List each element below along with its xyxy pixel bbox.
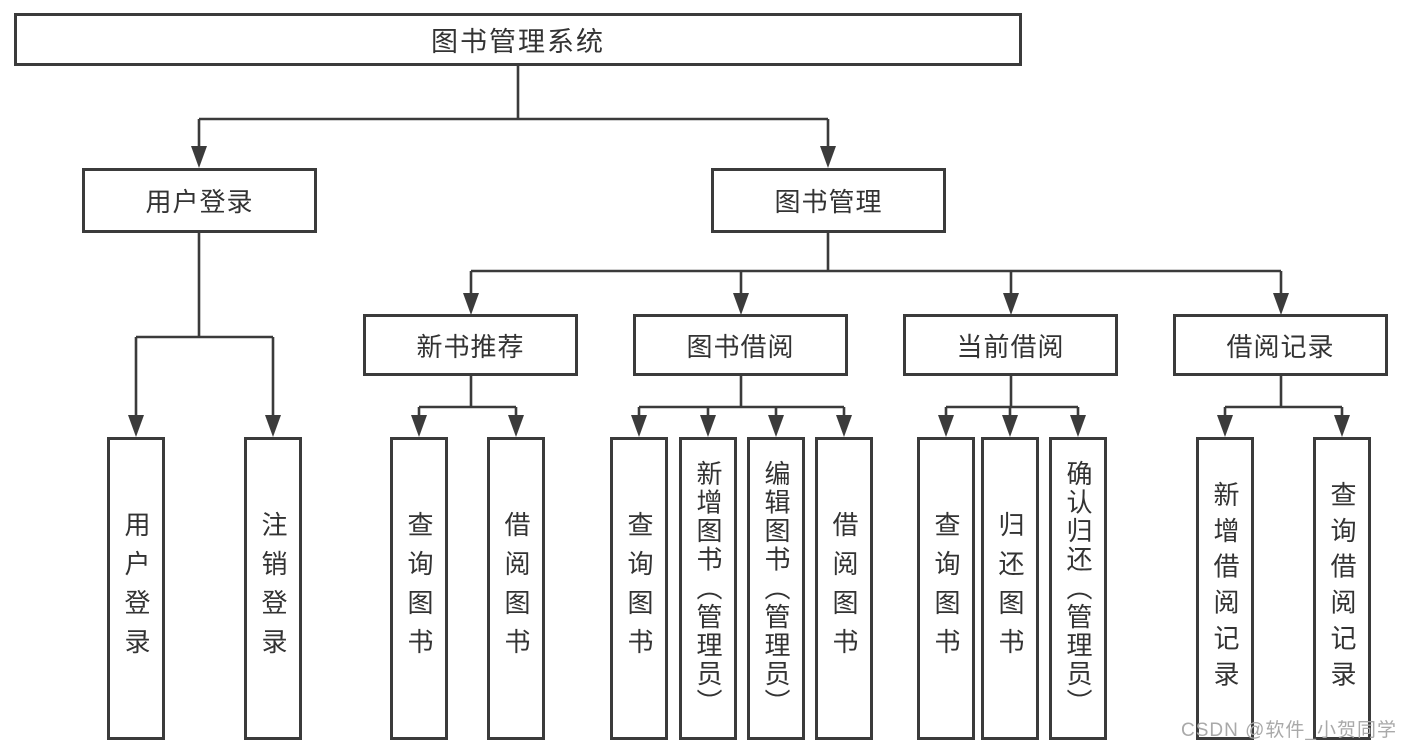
node-label: 查询图书 [624, 510, 654, 667]
node-label: 新增借阅记录 [1210, 480, 1240, 697]
leaf-edit-book-admin: 编辑图书（管理员） [747, 437, 805, 740]
leaf-add-book-admin: 新增图书（管理员） [679, 437, 737, 740]
node-book-borrowing: 图书借阅 [633, 314, 848, 376]
node-label: 图书借阅 [686, 331, 795, 362]
node-label: 借阅图书 [829, 510, 859, 667]
node-label: 图书管理系统 [431, 27, 605, 57]
leaf-confirm-return-admin: 确认归还（管理员） [1049, 437, 1107, 740]
node-label: 借阅记录 [1226, 331, 1335, 362]
node-label: 查询图书 [404, 510, 434, 667]
leaf-query-borrow-record: 查询借阅记录 [1313, 437, 1371, 740]
node-label: 注销登录 [258, 510, 288, 667]
leaf-return-book: 归还图书 [981, 437, 1039, 740]
leaf-query-books-borrowing: 查询图书 [610, 437, 668, 740]
node-label: 查询图书 [931, 510, 961, 667]
node-current-borrowing: 当前借阅 [903, 314, 1118, 376]
node-borrowing-records: 借阅记录 [1173, 314, 1388, 376]
node-library-management-system: 图书管理系统 [14, 13, 1022, 66]
leaf-add-borrow-record: 新增借阅记录 [1196, 437, 1254, 740]
node-label: 编辑图书（管理员） [761, 459, 791, 718]
leaf-borrow-books-recommend: 借阅图书 [487, 437, 545, 740]
node-label: 新书推荐 [416, 331, 525, 362]
node-book-management: 图书管理 [711, 168, 946, 233]
leaf-borrow-books-borrowing: 借阅图书 [815, 437, 873, 740]
leaf-user-login: 用户登录 [107, 437, 165, 740]
node-label: 查询借阅记录 [1327, 480, 1357, 697]
leaf-query-books-current: 查询图书 [917, 437, 975, 740]
node-label: 用户登录 [145, 187, 254, 217]
node-label: 归还图书 [995, 510, 1025, 667]
csdn-watermark: CSDN @软件_小贺同学 [1181, 720, 1397, 741]
node-label: 新增图书（管理员） [693, 459, 723, 718]
node-label: 确认归还（管理员） [1063, 459, 1093, 718]
leaf-query-books-recommend: 查询图书 [390, 437, 448, 740]
node-new-book-recommend: 新书推荐 [363, 314, 578, 376]
node-label: 用户登录 [121, 510, 151, 667]
node-user-login: 用户登录 [82, 168, 317, 233]
leaf-logout: 注销登录 [244, 437, 302, 740]
node-label: 图书管理 [774, 187, 883, 217]
node-label: 当前借阅 [956, 331, 1065, 362]
node-label: 借阅图书 [501, 510, 531, 667]
